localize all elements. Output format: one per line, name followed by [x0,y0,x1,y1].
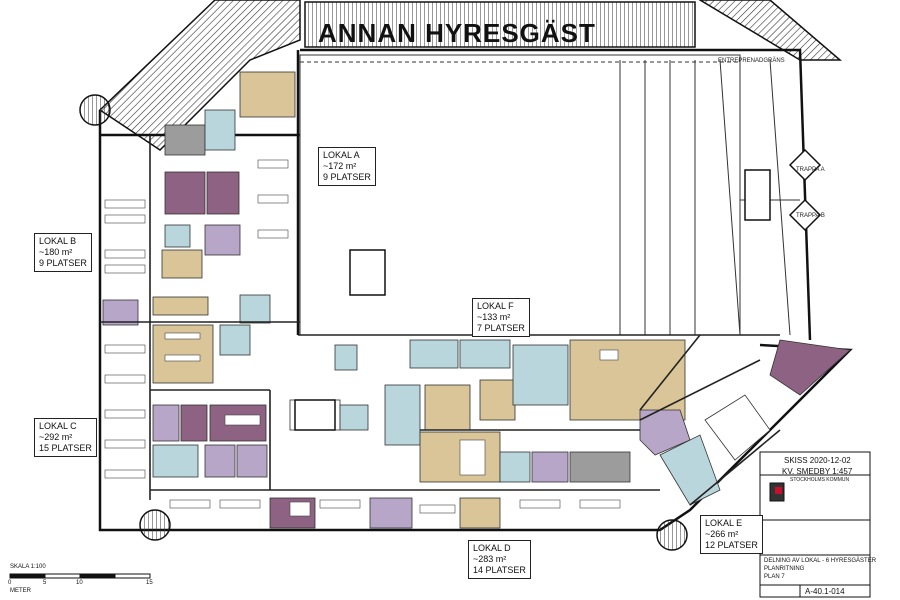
scale-label: SKALA 1:100 [10,564,46,570]
scale-tick-5: 5 [43,580,47,586]
partitions [100,135,781,506]
wall-hatching [98,0,843,151]
stair-b-label: TRAPPA B [796,213,825,219]
contract-boundary-label: ENTREPRENADGRÄNS [718,58,785,64]
scale-tick-0: 0 [8,580,12,586]
property-name: KV. SMEDBY 1:457 [782,467,853,476]
other-tenant-banner: ANNAN HYRESGÄST [318,18,596,48]
description-line-2: PLANRITNING [764,566,805,572]
title-block-frame [759,451,871,598]
drawing-number: A-40.1-014 [805,587,845,596]
stair-towers [79,94,822,551]
scale-tick-10: 10 [76,580,83,586]
scale-tick-15: 15 [146,580,153,586]
description-line-1: DELNING AV LOKAL - 6 HYRESGÄSTER [764,558,877,564]
municipality: STOCKHOLMS KOMMUN [790,477,850,483]
scale-bar [9,573,151,579]
sketch-date: SKISS 2020-12-02 [784,456,851,465]
scale-unit: METER [10,588,31,594]
furniture [104,159,621,517]
stair-a-label: TRAPPA A [796,167,825,173]
description-line-3: PLAN 7 [764,574,785,580]
